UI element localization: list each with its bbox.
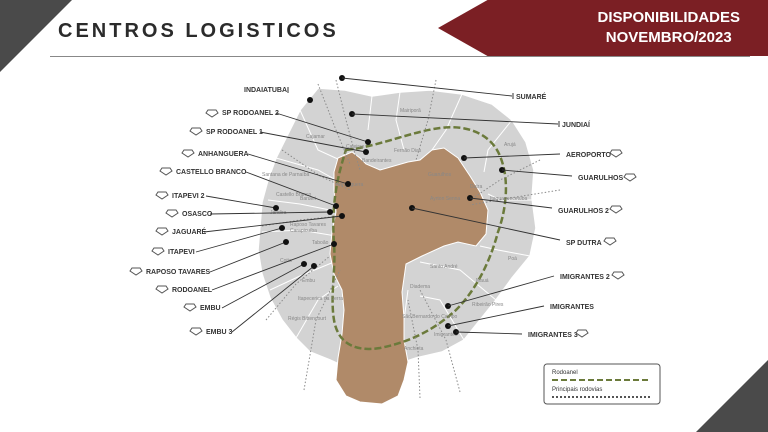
legend-rodovias-label: Principais rodovias <box>552 387 602 393</box>
label-guarulhos[interactable]: GUARULHOS <box>578 175 623 182</box>
region-label-santana-de-parnaiba: Santana de Parnaíba <box>262 172 309 178</box>
banner-line-1: DISPONIBILIDADES <box>597 9 740 26</box>
road-label-bandeirantes: Bandeirantes <box>362 158 392 164</box>
label-sp-rodoanel-1[interactable]: SP RODOANEL 1 <box>206 129 263 136</box>
shield-icon <box>611 271 625 280</box>
label-osasco[interactable]: OSASCO <box>182 211 213 218</box>
marker-itapevi-2[interactable] <box>273 205 279 211</box>
label-imigrantes-2[interactable]: IMIGRANTES 2 <box>560 274 610 281</box>
label-jaguare[interactable]: JAGUARÉ <box>172 227 207 236</box>
label-embu[interactable]: EMBU <box>200 305 221 312</box>
label-jundiai[interactable]: JUNDIAÍ <box>562 120 591 129</box>
availability-banner <box>438 0 768 56</box>
shield-icon <box>609 205 623 214</box>
region-label-embu: Embu <box>302 278 315 284</box>
road-label-imigrantes: Imigrantes <box>434 332 458 338</box>
shield-icon <box>189 127 203 136</box>
shield-icon <box>189 327 203 336</box>
label-imigrantes[interactable]: IMIGRANTES <box>550 304 594 311</box>
shield-icon <box>603 237 617 246</box>
marker-indaiatuba[interactable] <box>307 97 313 103</box>
region-label-taboao: Taboão <box>312 240 329 246</box>
region-name-labels: Cajamar Mairiporã Caieiras Santana de Pa… <box>262 108 527 320</box>
road-label-anchieta: Anchieta <box>404 346 424 352</box>
label-anhanguera[interactable]: ANHANGUERA <box>198 151 249 158</box>
shield-icon <box>155 285 169 294</box>
title-divider <box>50 56 750 57</box>
region-label-sao-bernardo: São Bernardo do Campo <box>402 314 458 320</box>
label-castello-branco[interactable]: CASTELLO BRANCO <box>176 169 247 176</box>
marker-sp-rodoanel-2[interactable] <box>365 139 371 145</box>
highway-network <box>261 79 561 399</box>
shield-icon <box>205 109 219 118</box>
shield-icon <box>575 329 589 338</box>
road-label-regis-bittencourt: Régis Bittencourt <box>288 316 327 322</box>
region-label-barueri: Barueri <box>300 196 316 202</box>
region-label-ribeirao-pires: Ribeirão Pires <box>472 302 504 308</box>
region-label-maua: Mauá <box>476 278 489 284</box>
label-guarulhos-2[interactable]: GUARULHOS 2 <box>558 208 609 215</box>
label-aeroporto[interactable]: AEROPORTO <box>566 152 612 159</box>
label-indaiatuba[interactable]: INDAIATUBA <box>244 87 287 94</box>
shield-icon <box>155 227 169 236</box>
marker-raposo-tavares[interactable] <box>283 239 289 245</box>
right-labels: SUMARÉ JUNDIAÍ AEROPORTO GUARULHOS GUARU… <box>339 75 637 339</box>
legend-rodoanel-label: Rodoanel <box>552 370 578 376</box>
banner-text: DISPONIBILIDADES NOVEMBRO/2023 <box>597 8 740 48</box>
label-itapevi-2[interactable]: ITAPEVI 2 <box>172 193 205 200</box>
region-label-cotia: Cotia <box>280 258 292 264</box>
marker-sp-rodoanel-1[interactable] <box>363 149 369 155</box>
region-label-itaquaquecetuba: Itaquaquecetuba <box>490 196 527 202</box>
region-label-aruja: Arujá <box>504 142 516 148</box>
left-labels: INDAIATUBA SP RODOANEL 2 SP RODOANEL 1 A… <box>129 87 371 336</box>
label-sp-rodoanel-2[interactable]: SP RODOANEL 2 <box>222 110 279 117</box>
road-label-raposo-tavares: Raposo Tavares <box>290 222 327 228</box>
sao-paulo-city-area <box>329 147 489 405</box>
road-label-ayrton-senna: Ayrton Senna <box>430 196 460 202</box>
region-label-guarulhos: Guarulhos <box>428 172 452 178</box>
shield-icon <box>609 149 623 158</box>
region-label-carapicuiba: Carapicuíba <box>290 228 317 234</box>
label-sumare[interactable]: SUMARÉ <box>516 92 547 101</box>
corner-decoration-top-left <box>0 0 72 72</box>
banner-line-2: NOVEMBRO/2023 <box>605 29 732 46</box>
marker-osasco[interactable] <box>327 209 333 215</box>
marker-anhanguera[interactable] <box>345 181 351 187</box>
region-label-santo-andre: Santo André <box>430 264 458 270</box>
shield-icon <box>151 247 165 256</box>
label-itapevi[interactable]: ITAPEVI <box>168 249 195 256</box>
region-label-caieiras: Caieiras <box>346 144 365 150</box>
label-embu-3[interactable]: EMBU 3 <box>206 329 233 336</box>
shield-icon <box>155 191 169 200</box>
road-label-dutra: Dutra <box>470 184 482 190</box>
shield-icon <box>159 167 173 176</box>
shield-icon <box>165 209 179 218</box>
label-raposo-tavares[interactable]: RAPOSO TAVARES <box>146 269 211 276</box>
region-label-itapecerica: Itapecerica da Serra <box>298 296 343 302</box>
shield-icon <box>183 303 197 312</box>
page-title: CENTROS LOGISTICOS <box>58 20 339 42</box>
marker-embu-3[interactable] <box>311 263 317 269</box>
shield-icon <box>623 173 637 182</box>
region-label-mairipora: Mairiporã <box>400 108 421 114</box>
marker-itapevi[interactable] <box>279 225 285 231</box>
rodoanel-ring <box>331 125 508 351</box>
marker-jaguare[interactable] <box>339 213 345 219</box>
marker-rodoanel[interactable] <box>331 241 337 247</box>
region-label-cajamar: Cajamar <box>306 134 325 140</box>
road-label-fernao-dias: Fernão Dias <box>394 148 422 154</box>
marker-castello-branco[interactable] <box>333 203 339 209</box>
shield-icon <box>129 267 143 276</box>
shield-icon <box>181 149 195 158</box>
label-sp-dutra[interactable]: SP DUTRA <box>566 240 602 247</box>
marker-embu[interactable] <box>301 261 307 267</box>
road-label-castello-branco: Castello Branco <box>276 192 312 198</box>
label-imigrantes-3[interactable]: IMIGRANTES 3 <box>528 332 578 339</box>
label-rodoanel[interactable]: RODOANEL <box>172 287 213 294</box>
corner-decoration-bottom-right <box>696 360 768 432</box>
region-label-poa: Poá <box>508 256 517 262</box>
map-legend: Rodoanel Principais rodovias <box>543 363 661 405</box>
region-label-diadema: Diadema <box>410 284 430 290</box>
